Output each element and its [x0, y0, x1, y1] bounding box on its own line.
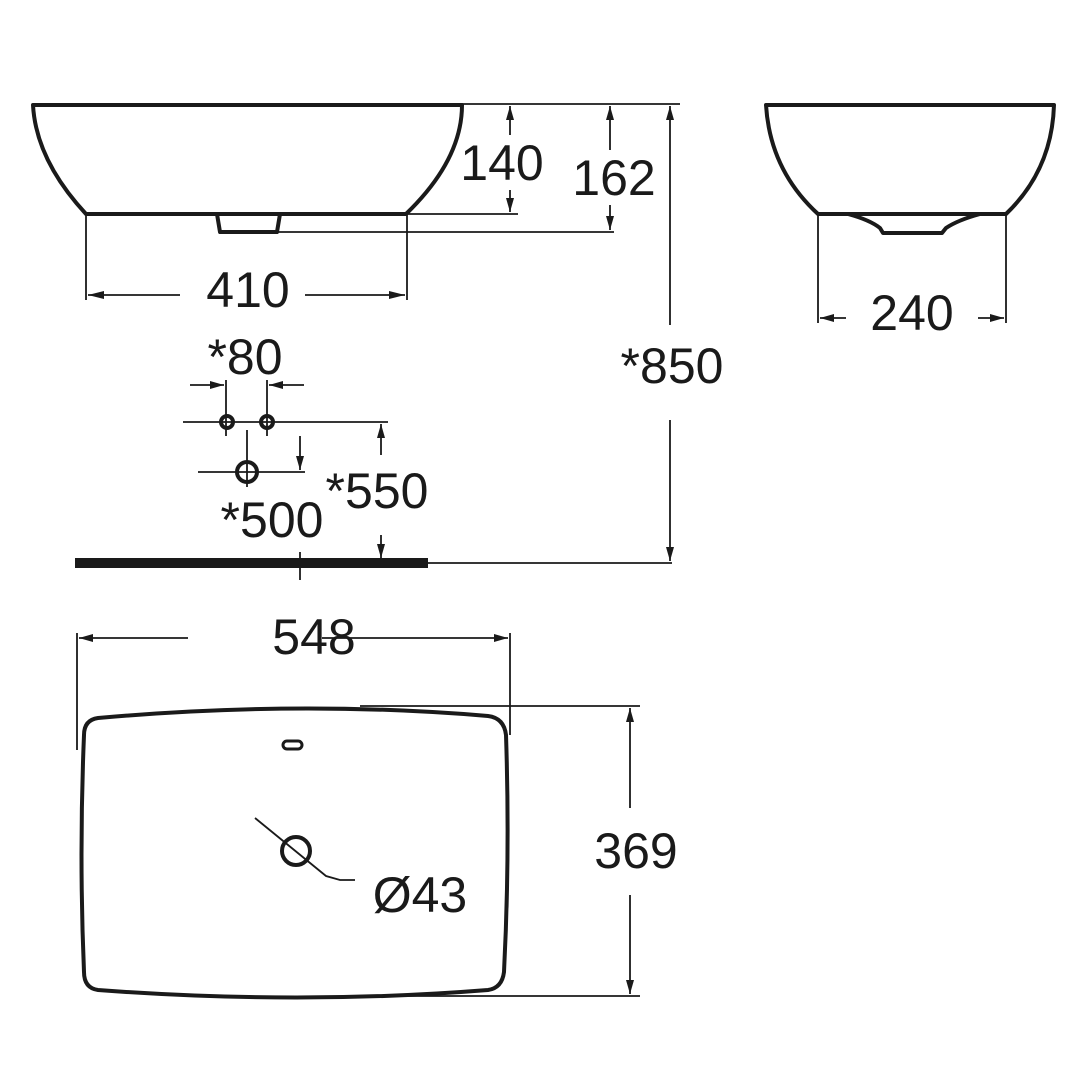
- arrow-head: [606, 106, 614, 120]
- dimension-label-counter-height: *850: [621, 338, 724, 394]
- floor-line: [75, 558, 428, 568]
- dimension-label-tap-spacing: *80: [207, 329, 282, 385]
- front-view-drain-outlet: [215, 212, 282, 234]
- side-view-basin-outline: [764, 103, 1056, 216]
- arrow-head: [626, 980, 634, 994]
- arrow-head: [820, 314, 834, 322]
- tap-hole-left: [219, 414, 235, 430]
- dimension-label-front-width: 410: [206, 262, 289, 318]
- arrow-head: [494, 634, 508, 642]
- arrow-head: [377, 424, 385, 438]
- arrow-head: [666, 547, 674, 561]
- dimension-label-drain-height: *500: [221, 492, 324, 548]
- arrow-head: [296, 456, 304, 470]
- dimension-label-top-width: 548: [272, 609, 355, 665]
- front-view-basin-outline: [31, 103, 464, 216]
- dimension-label-top-depth: 369: [594, 823, 677, 879]
- arrow-head: [990, 314, 1004, 322]
- arrow-head: [666, 106, 674, 120]
- arrow-head: [79, 634, 93, 642]
- arrow-head: [506, 106, 514, 120]
- arrow-head: [88, 291, 104, 299]
- front-view: 410 140 162: [31, 103, 680, 318]
- dimension-label-drain-diameter: Ø43: [373, 867, 468, 923]
- top-view: Ø43 548 369: [76, 609, 678, 1000]
- arrow-head: [506, 198, 514, 212]
- dimension-label-total-height: 162: [572, 150, 655, 206]
- installation-view: *850 *80 *500 *550: [75, 106, 723, 580]
- drain-hole-top: [280, 835, 312, 867]
- leader-line-drain: [254, 817, 355, 881]
- arrow-head: [269, 381, 283, 389]
- dimension-label-supply-height: *550: [326, 463, 429, 519]
- arrow-head: [389, 291, 405, 299]
- arrow-head: [210, 381, 224, 389]
- top-view-basin-outline: [79, 706, 510, 1000]
- arrow-head: [626, 708, 634, 722]
- overflow-slot: [281, 739, 304, 751]
- dimension-label-bowl-height: 140: [460, 135, 543, 191]
- side-view: 240: [764, 103, 1056, 341]
- arrow-head: [377, 544, 385, 558]
- dimension-label-side-width: 240: [870, 285, 953, 341]
- drain-hole: [235, 460, 259, 484]
- arrow-head: [606, 216, 614, 230]
- side-view-drain-outlet: [846, 212, 982, 235]
